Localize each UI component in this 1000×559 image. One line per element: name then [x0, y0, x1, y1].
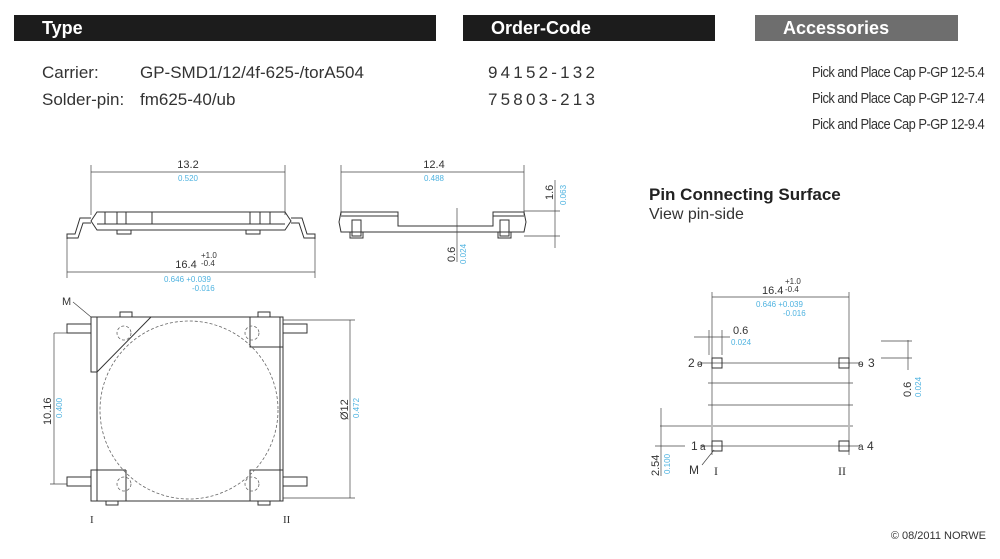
side-view: 13.2 0.520 16.4 +1.0 -0.4 0.646 +0.039 -… [66, 159, 316, 293]
svg-text:a: a [700, 442, 706, 453]
dim-pin-total-in-minus: -0.016 [783, 309, 806, 318]
pin-pad [838, 440, 850, 452]
dim-pin-total-mm: 16.4 [762, 285, 783, 297]
dim-side-total-in: 0.646 +0.039 [164, 275, 211, 284]
dim-side-total-tol-plus: +1.0 [201, 251, 217, 260]
plan-row-1: I [90, 514, 94, 526]
dim-pin-width-mm: 0.6 [733, 325, 748, 337]
pin-surface-view: 16.4 +1.0 -0.4 0.646 +0.039 -0.016 0.6 0… [650, 277, 923, 478]
solder-pin-label: Solder-pin: [42, 90, 125, 109]
dim-pin-total-tol-plus: +1.0 [785, 277, 801, 286]
dim-pin-side-mm: 0.6 [902, 382, 914, 397]
accessory-item: Pick and Place Cap P-GP 12-5.4 [811, 64, 985, 81]
pin-label-1: 1 [691, 439, 698, 453]
dim-side-total-tol-minus: -0.4 [201, 259, 215, 268]
dim-front-top-mm: 12.4 [423, 159, 444, 171]
svg-text:ɵ: ɵ [858, 359, 864, 370]
order-code-carrier: 94152-132 [488, 63, 599, 82]
pin-surface-subtitle: View pin-side [649, 206, 744, 223]
dim-pin-total-in: 0.646 +0.039 [756, 300, 803, 309]
svg-text:ɵ: ɵ [697, 359, 703, 370]
dim-side-total-mm: 16.4 [175, 259, 196, 271]
accessory-item: Pick and Place Cap P-GP 12-9.4 [811, 116, 985, 133]
order-code-solder-pin: 75803-213 [488, 90, 599, 109]
plan-marker: M [62, 296, 71, 308]
dim-plan-diameter-mm: Ø12 [339, 399, 351, 420]
carrier-label: Carrier: [42, 63, 99, 82]
header-accessories: Accessories [755, 15, 958, 41]
plan-view: M 10.16 0.400 Ø12 0.472 I II [42, 296, 361, 526]
dim-front-pin-in: 0.024 [459, 243, 468, 264]
pin-pad [711, 357, 723, 369]
header-order-code: Order-Code [463, 15, 715, 41]
dim-plan-pitch-in: 0.400 [55, 397, 64, 418]
dim-pin-pitch-mm: 2.54 [650, 455, 662, 476]
accessory-item: Pick and Place Cap P-GP 12-7.4 [811, 90, 985, 107]
dim-pin-width-in: 0.024 [731, 338, 752, 347]
pin-pad [838, 357, 850, 369]
dim-pin-total-tol-minus: -0.4 [785, 285, 799, 294]
front-view: 12.4 0.488 1.6 0.063 0.6 0.024 [338, 159, 568, 264]
dim-side-total-in-minus: -0.016 [192, 284, 215, 293]
dim-side-top-mm: 13.2 [177, 159, 198, 171]
dim-plan-diameter-in: 0.472 [352, 397, 361, 418]
pin-label-2: 2 [688, 356, 695, 370]
dim-pin-side-in: 0.024 [914, 376, 923, 397]
pin-pad [711, 440, 723, 452]
dim-front-height-mm: 1.6 [544, 185, 556, 200]
dim-front-pin-mm: 0.6 [446, 247, 458, 262]
pin-marker: M [689, 463, 699, 477]
svg-text:a: a [858, 442, 864, 453]
plan-row-2: II [283, 514, 291, 526]
pin-label-3: 3 [868, 356, 875, 370]
pin-label-4: 4 [867, 439, 874, 453]
dim-front-height-in: 0.063 [559, 184, 568, 205]
dim-pin-pitch-in: 0.100 [663, 453, 672, 474]
pin-row-2: II [838, 464, 846, 478]
dim-plan-pitch-mm: 10.16 [42, 397, 54, 425]
solder-pin-value: fm625-40/ub [140, 90, 236, 109]
pin-row-1: I [714, 464, 718, 478]
dim-front-top-in: 0.488 [424, 174, 445, 183]
pin-surface-title: Pin Connecting Surface [649, 185, 841, 204]
carrier-value: GP-SMD1/12/4f-625-/torA504 [140, 63, 364, 82]
copyright: © 08/2011 NORWE [890, 530, 986, 542]
dim-side-top-in: 0.520 [178, 174, 199, 183]
header-type: Type [14, 15, 436, 41]
